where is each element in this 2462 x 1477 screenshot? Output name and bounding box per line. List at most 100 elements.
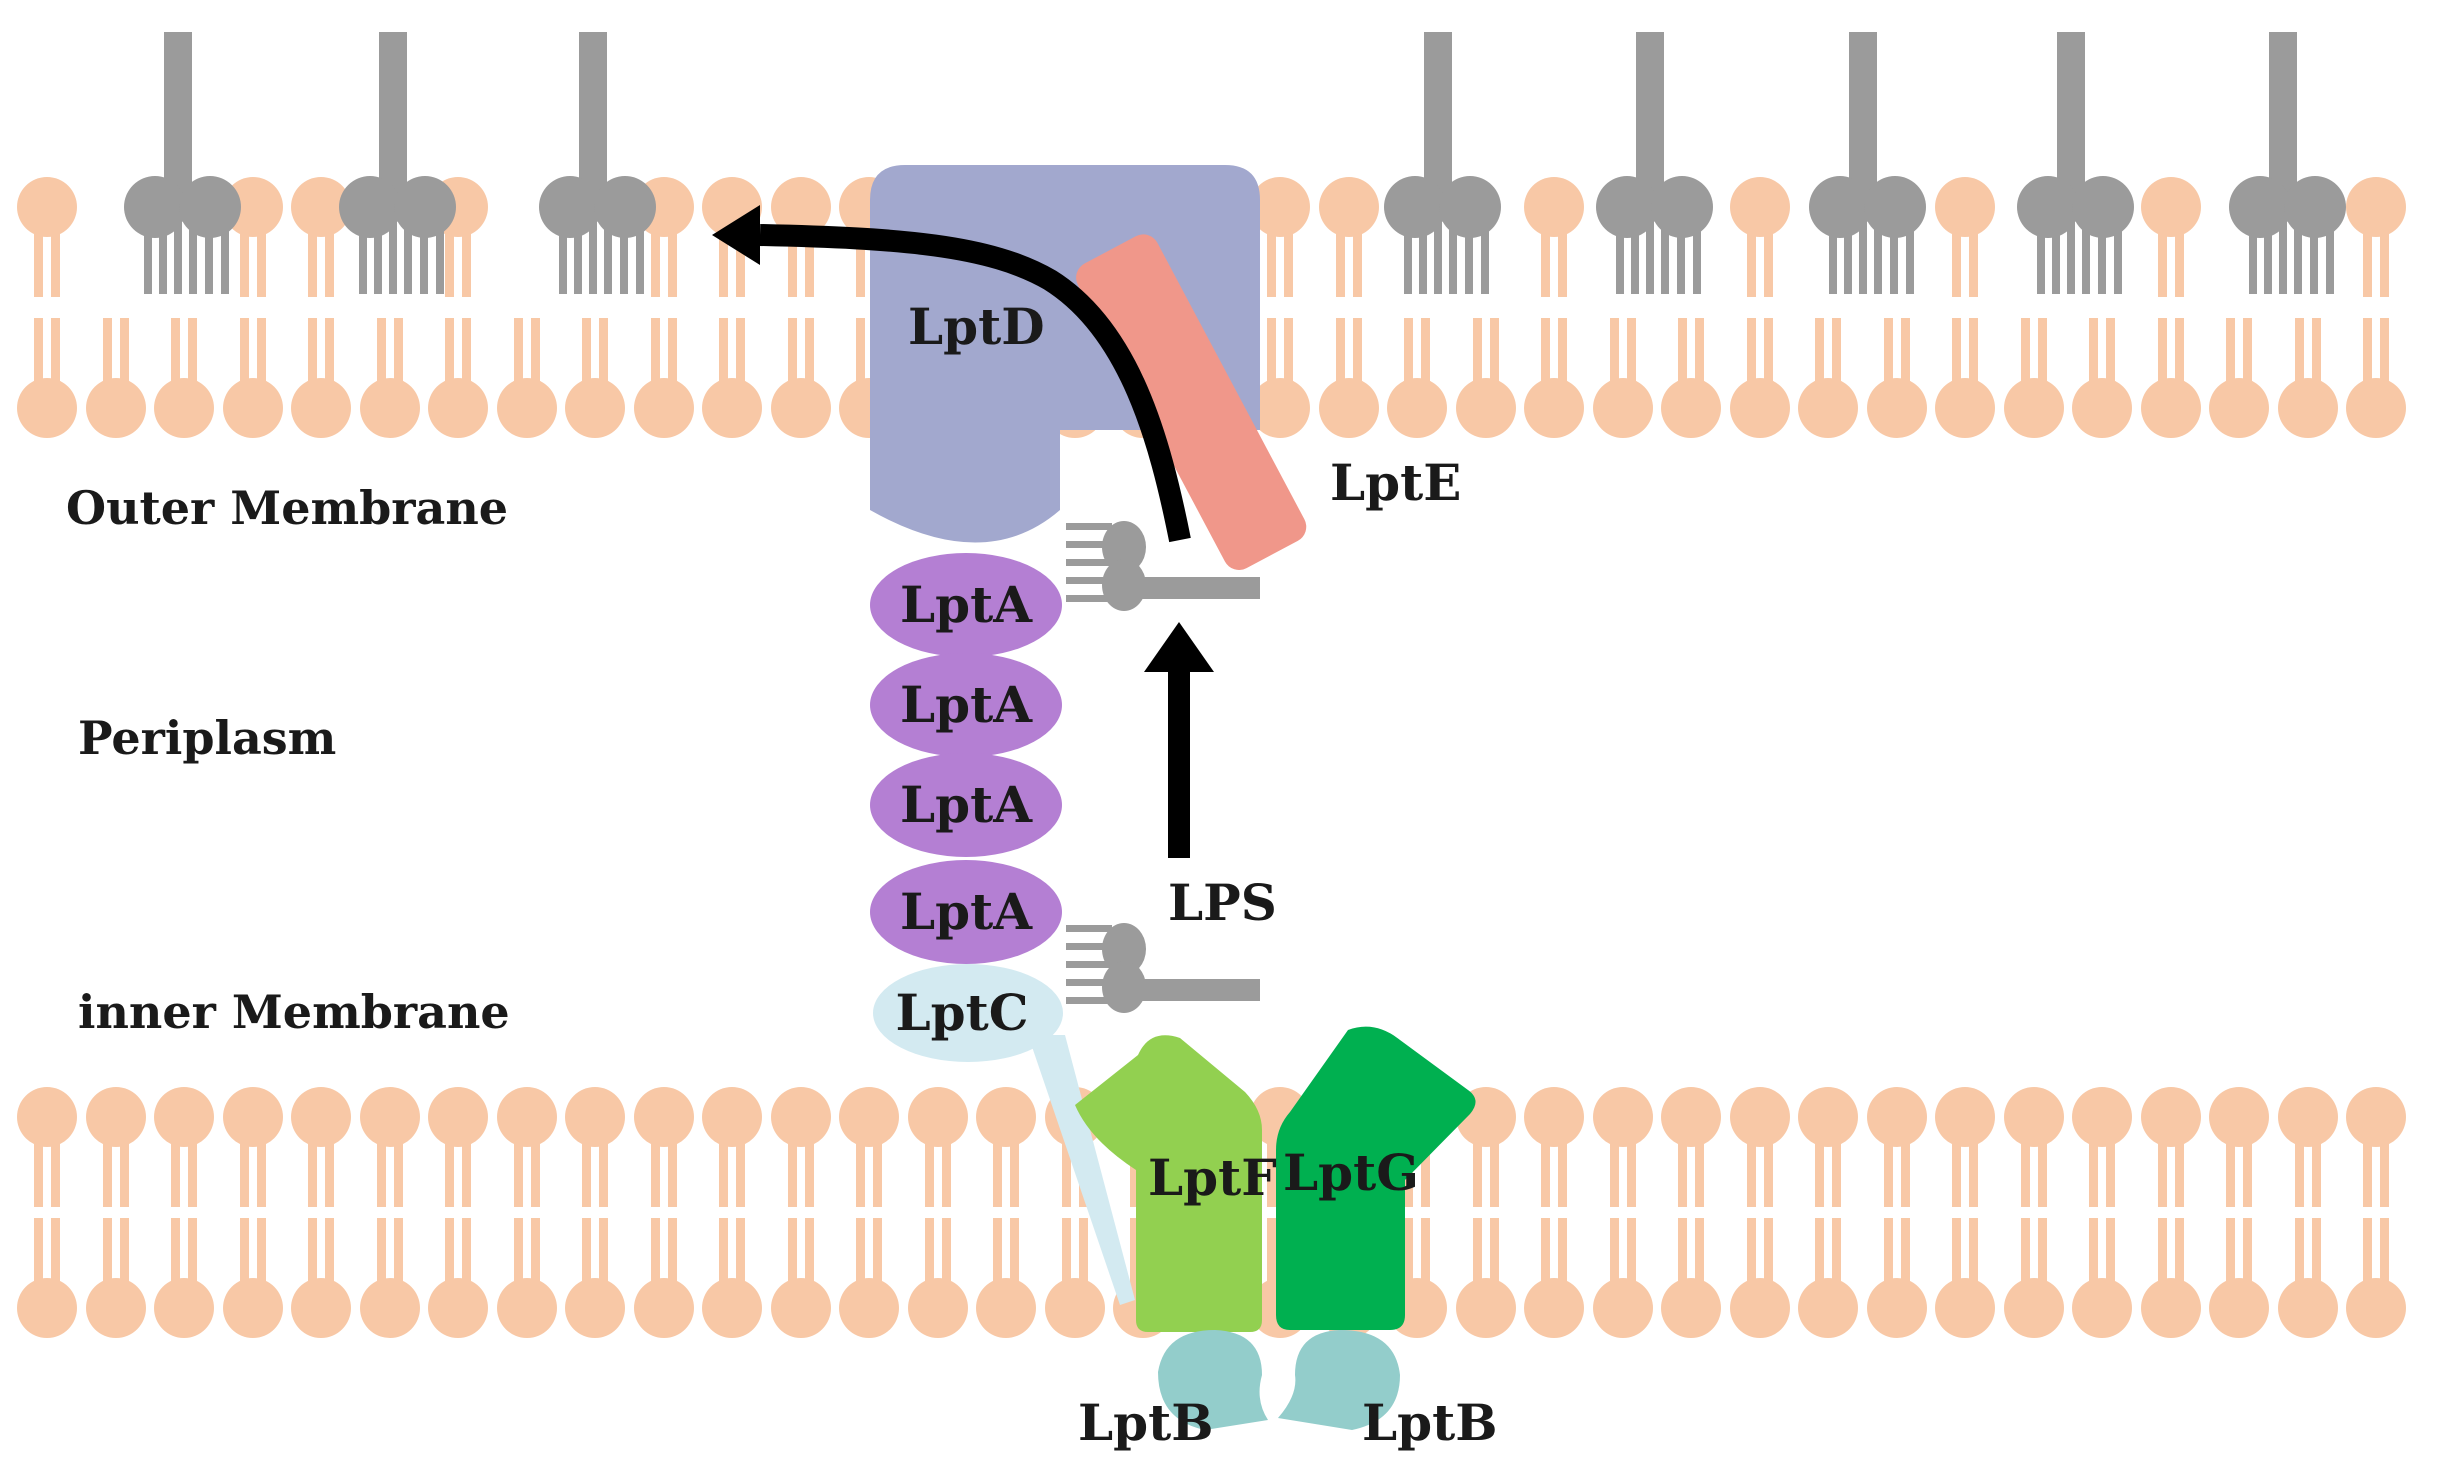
lipid-head bbox=[565, 1087, 625, 1207]
lipid-head bbox=[2346, 1087, 2406, 1207]
lps-label: LPS bbox=[1168, 873, 1277, 932]
lipid-head bbox=[976, 1087, 1036, 1207]
lipid-head bbox=[223, 1218, 283, 1338]
lipid-head bbox=[1798, 1218, 1858, 1338]
lipid-head bbox=[360, 1218, 420, 1338]
lipid-head bbox=[154, 1087, 214, 1207]
periplasm-label: Periplasm bbox=[78, 711, 336, 765]
lipid-head bbox=[2278, 318, 2338, 438]
lipid-head bbox=[1730, 1218, 1790, 1338]
lipid-head bbox=[2004, 1218, 2064, 1338]
lipid-head bbox=[1524, 318, 1584, 438]
lipid-head bbox=[17, 318, 77, 438]
lptA-label-4: LptA bbox=[900, 882, 1033, 941]
lipid-head bbox=[771, 1218, 831, 1338]
lptG-shape bbox=[1276, 1026, 1476, 1330]
lipid-head bbox=[2141, 318, 2201, 438]
lipid-head bbox=[2141, 1218, 2201, 1338]
lipid-head bbox=[1524, 1087, 1584, 1207]
lipid-head bbox=[1387, 318, 1447, 438]
lipid-head bbox=[2072, 1218, 2132, 1338]
lptF-shape bbox=[1075, 1035, 1262, 1332]
lptB-left-shape bbox=[1158, 1330, 1268, 1430]
lptE-label: LptE bbox=[1330, 453, 1461, 512]
lps-molecule bbox=[124, 32, 241, 294]
lps-up-arrow-shaft bbox=[1168, 660, 1190, 858]
lipid-head bbox=[908, 1087, 968, 1207]
lps-molecule bbox=[2229, 32, 2346, 294]
lps-molecule bbox=[1809, 32, 1926, 294]
lipid-head bbox=[2209, 318, 2269, 438]
lipid-head bbox=[1319, 318, 1379, 438]
lipid-head bbox=[1661, 1218, 1721, 1338]
lipid-head bbox=[497, 1087, 557, 1207]
lptA-label-2: LptA bbox=[900, 675, 1033, 734]
lipid-head bbox=[428, 318, 488, 438]
lps-molecule bbox=[1596, 32, 1713, 294]
lipid-head bbox=[839, 1087, 899, 1207]
lptC-label: LptC bbox=[895, 983, 1028, 1042]
lipid-head bbox=[428, 1218, 488, 1338]
lipid-head bbox=[1798, 318, 1858, 438]
lptF-label: LptF bbox=[1148, 1148, 1277, 1207]
lipid-head bbox=[634, 1087, 694, 1207]
lipid-head bbox=[223, 318, 283, 438]
lipid-head bbox=[1456, 1218, 1516, 1338]
lipid-head bbox=[1661, 318, 1721, 438]
lipid-head bbox=[291, 318, 351, 438]
lipid-head bbox=[291, 1218, 351, 1338]
lipid-head bbox=[839, 1218, 899, 1338]
lipid-head bbox=[1867, 1218, 1927, 1338]
lipid-head bbox=[2209, 1087, 2269, 1207]
lipid-head bbox=[1730, 177, 1790, 297]
lipid-head bbox=[565, 318, 625, 438]
lipid-head bbox=[154, 318, 214, 438]
lipid-head bbox=[2346, 1218, 2406, 1338]
lipid-head bbox=[1935, 1218, 1995, 1338]
lipid-head bbox=[86, 318, 146, 438]
lipid-head bbox=[1730, 1087, 1790, 1207]
lipid-head bbox=[1867, 1087, 1927, 1207]
lipid-head bbox=[154, 1218, 214, 1338]
lipid-head bbox=[771, 1087, 831, 1207]
lptG-label: LptG bbox=[1283, 1143, 1419, 1202]
lipid-head bbox=[360, 1087, 420, 1207]
lptA-shape-4 bbox=[870, 860, 1062, 964]
lipid-head bbox=[2278, 1218, 2338, 1338]
lipid-head bbox=[2004, 318, 2064, 438]
lipid-head bbox=[976, 1218, 1036, 1338]
lipid-head bbox=[17, 1218, 77, 1338]
lipid-head bbox=[360, 318, 420, 438]
lptA-shape-3 bbox=[870, 753, 1062, 857]
lptC-stalk bbox=[1028, 1035, 1135, 1305]
lipid-head bbox=[428, 1087, 488, 1207]
lptA-shape-1 bbox=[870, 553, 1062, 657]
lipid-head bbox=[17, 1087, 77, 1207]
lipid-head bbox=[1935, 177, 1995, 297]
lipid-head bbox=[702, 1218, 762, 1338]
lipid-head bbox=[2278, 1087, 2338, 1207]
lipid-head bbox=[702, 1087, 762, 1207]
lps-molecule bbox=[339, 32, 456, 294]
lipid-head bbox=[634, 318, 694, 438]
lipid-head bbox=[223, 1087, 283, 1207]
lipid-head bbox=[1593, 318, 1653, 438]
lptB-right-shape bbox=[1278, 1330, 1400, 1430]
lps-molecule bbox=[1384, 32, 1501, 294]
lipid-head bbox=[1045, 1218, 1105, 1338]
lipid-head bbox=[1730, 318, 1790, 438]
lipid-head bbox=[702, 318, 762, 438]
lipid-head bbox=[1319, 177, 1379, 297]
lipid-head bbox=[634, 1218, 694, 1338]
lipid-head bbox=[908, 1218, 968, 1338]
lipid-head bbox=[771, 318, 831, 438]
lipid-head bbox=[2072, 1087, 2132, 1207]
lipid-head bbox=[2004, 1087, 2064, 1207]
lipid-head bbox=[1593, 1218, 1653, 1338]
outer-membrane-label: Outer Membrane bbox=[66, 481, 508, 535]
inner-membrane-label: inner Membrane bbox=[78, 985, 510, 1039]
lptB-left-label: LptB bbox=[1078, 1393, 1213, 1452]
lipid-head bbox=[1935, 1087, 1995, 1207]
lipid-head bbox=[2141, 177, 2201, 297]
